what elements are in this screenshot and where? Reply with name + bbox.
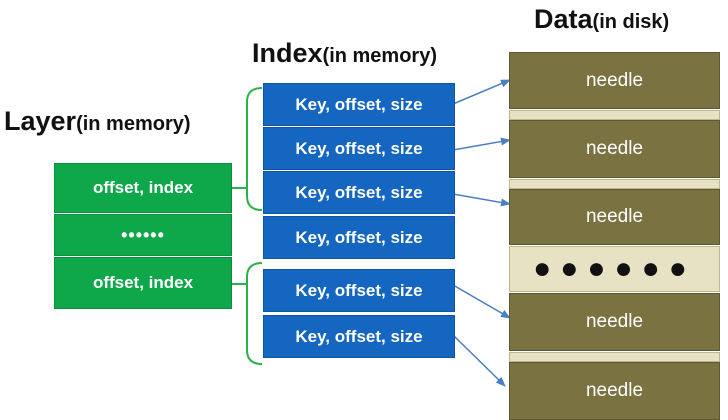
data-separator [509,110,720,120]
needle-block: needle [509,293,720,351]
index-entry: Key, offset, size [263,216,455,259]
arrow-index3-needle3 [452,193,511,207]
data-separator [509,179,720,189]
needle-block: needle [509,52,720,109]
arrow-index5-needle4 [452,284,511,319]
index-title-main: Index [252,38,323,68]
index-entry: Key, offset, size [263,83,455,126]
layer-entry: offset, index [54,257,232,309]
layer-ellipsis: •••••• [54,214,232,256]
data-title-sub: (in disk) [592,11,670,33]
index-title-sub: (in memory) [322,45,437,67]
layer-entry: offset, index [54,163,232,213]
data-separator [509,352,720,362]
index-title: Index(in memory) [252,40,437,67]
needle-block: needle [509,189,720,245]
bracket-bottom [232,262,263,365]
arrow-index2-needle2 [452,137,511,151]
layer-title-sub: (in memory) [76,113,191,135]
data-title: Data(in disk) [534,6,669,33]
bracket-top [232,87,263,211]
data-title-main: Data [534,4,593,34]
needle-block: needle [509,362,720,420]
data-ellipsis: ●●●●●● [509,246,720,292]
needle-block: needle [509,120,720,178]
index-entry: Key, offset, size [263,315,455,358]
index-entry: Key, offset, size [263,171,455,214]
arrow-index1-needle1 [452,79,511,105]
arrow-index6-needle5 [452,334,506,387]
index-entry: Key, offset, size [263,269,455,312]
index-entry: Key, offset, size [263,127,455,170]
layer-title: Layer(in memory) [4,108,191,135]
layer-title-main: Layer [4,106,77,136]
